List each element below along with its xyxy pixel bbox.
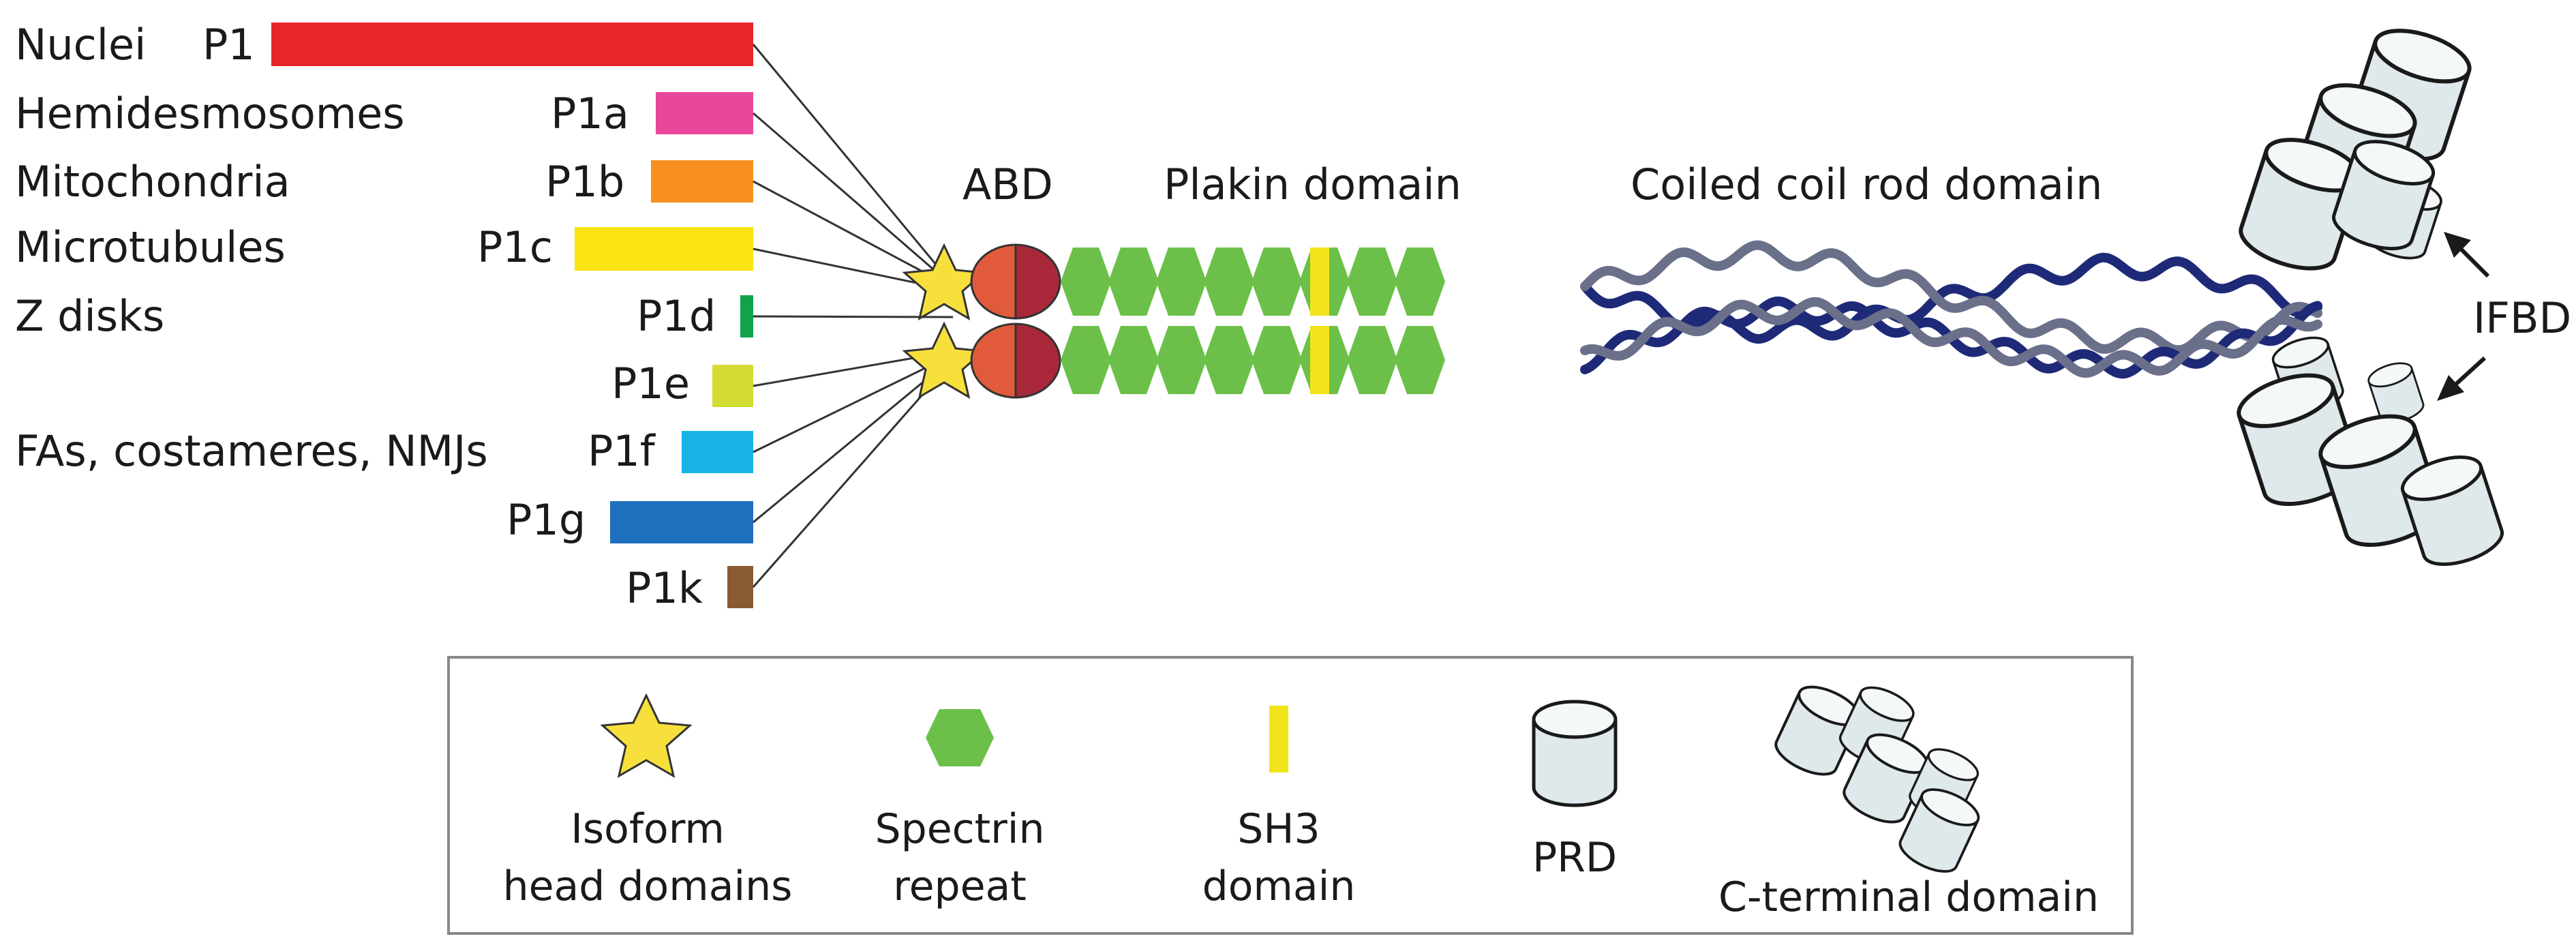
prd-cluster-upper — [2234, 20, 2475, 278]
spectrin-repeat — [1252, 326, 1302, 394]
isoform-p1a: Hemidesmosomes P1a — [15, 89, 954, 288]
isoform-bar-p1b — [651, 160, 753, 203]
isoform-name-label: P1e — [611, 359, 690, 408]
sh3-domain — [1310, 248, 1329, 316]
isoform-name-label: P1a — [551, 89, 629, 138]
abd: ABD — [963, 160, 1061, 399]
legend-border — [447, 656, 2134, 935]
legend-label: Spectrin — [875, 805, 1045, 853]
connector-line — [753, 353, 954, 453]
spectrin-repeat — [1204, 326, 1254, 394]
arrow-icon — [2437, 356, 2487, 401]
ifbd-label: IFBD — [2473, 293, 2571, 343]
isoform-name-label: P1b — [545, 157, 624, 207]
isoform-location-label: Hemidesmosomes — [15, 89, 405, 138]
isoform-location-label: Mitochondria — [15, 157, 290, 207]
spectrin-repeat — [1395, 326, 1445, 394]
spectrin-repeat — [1108, 248, 1159, 316]
plakin-domain-label: Plakin domain — [1164, 160, 1461, 209]
star-icon — [600, 693, 693, 779]
isoform-name-label: P1f — [588, 426, 656, 476]
legend-item-sh3-domain: SH3 domain — [1202, 706, 1356, 910]
legend-label: repeat — [893, 863, 1027, 910]
arrow-icon — [2444, 232, 2490, 278]
isoform-p1c: Microtubules P1c — [15, 222, 954, 292]
isoform-location-label: FAs, costameres, NMJs — [15, 426, 488, 476]
isoform-p1f: FAs, costameres, NMJs P1f — [15, 353, 954, 476]
abd-lobe-right — [1014, 243, 1061, 320]
isoform-bar-p1a — [656, 92, 753, 134]
spectrin-repeat — [1061, 326, 1111, 394]
abd-lobe-left — [970, 323, 1017, 399]
connector-line — [752, 44, 954, 286]
spectrin-repeat — [1108, 326, 1159, 394]
legend-label: head domains — [503, 863, 793, 910]
connector-line — [753, 356, 954, 524]
coiled-coil-rod: Coiled coil rod domain — [1580, 160, 2322, 379]
spectrin-repeat — [1156, 326, 1207, 394]
isoform-bar-p1g — [610, 501, 753, 543]
c-terminal-cluster-icon — [1770, 679, 1985, 880]
legend-label: C-terminal domain — [1718, 873, 2099, 921]
isoform-name-label: P1c — [477, 222, 553, 272]
abd-label: ABD — [963, 160, 1053, 209]
isoform-location-label: Z disks — [15, 291, 164, 341]
spectrin-repeat — [1156, 248, 1207, 316]
spectrin-repeat — [1204, 248, 1254, 316]
coiled-coil-strand — [1580, 252, 2322, 344]
isoform-name-label: P1g — [506, 495, 586, 545]
legend-item-prd: PRD — [1532, 702, 1617, 882]
legend-label: SH3 — [1237, 805, 1320, 853]
isoform-list: Nuclei P1 Hemidesmosomes P1a Mitochondri… — [15, 20, 954, 613]
coiled-coil-strand — [1580, 297, 2322, 378]
isoform-bar-p1e — [712, 365, 753, 407]
legend-item-head-domains: Isoform head domains — [503, 693, 793, 910]
plakin-domain: Plakin domain — [1061, 160, 1461, 394]
spectrin-repeat — [1347, 248, 1397, 316]
spectrin-repeat — [1395, 248, 1445, 316]
abd-lobe-left — [970, 243, 1017, 320]
isoform-p1: Nuclei P1 — [15, 20, 954, 286]
isoform-location-label: Nuclei — [15, 20, 146, 70]
sh3-domain — [1310, 326, 1329, 394]
spectrin-repeat — [1061, 248, 1111, 316]
legend-label: domain — [1202, 863, 1356, 910]
legend-label: PRD — [1532, 834, 1617, 882]
hexagon-icon — [926, 709, 994, 766]
isoform-bar-p1k — [727, 566, 753, 608]
legend: Isoform head domains Spectrin repeat SH3… — [447, 656, 2134, 935]
legend-label: Isoform — [571, 805, 725, 853]
abd-lobe-right — [1014, 323, 1061, 399]
connector-line — [753, 180, 954, 289]
isoform-name-label: P1k — [626, 563, 703, 613]
sh3-bar-icon — [1269, 706, 1288, 773]
isoform-bar-p1 — [271, 23, 753, 66]
isoform-name-label: P1 — [202, 20, 255, 70]
spectrin-repeat — [1347, 326, 1397, 394]
spectrin-repeat — [1252, 248, 1302, 316]
cylinder-icon — [1534, 702, 1616, 805]
c-terminal-domain: IFBD — [2232, 20, 2571, 573]
isoform-p1b: Mitochondria P1b — [15, 157, 954, 289]
isoform-bar-p1f — [682, 431, 753, 473]
isoform-p1g: P1g — [506, 356, 954, 545]
prd-cluster-lower — [2232, 330, 2507, 573]
connector-line — [753, 112, 954, 288]
isoform-location-label: Microtubules — [15, 222, 286, 272]
isoform-p1d: Z disks P1d — [15, 291, 954, 341]
isoform-name-label: P1d — [637, 291, 716, 341]
isoform-bar-p1d — [740, 295, 753, 338]
legend-item-spectrin-repeat: Spectrin repeat — [875, 709, 1045, 910]
rod-domain-label: Coiled coil rod domain — [1631, 160, 2102, 209]
legend-item-c-terminal-domain: C-terminal domain — [1718, 679, 2099, 921]
isoform-bar-p1c — [575, 227, 753, 271]
